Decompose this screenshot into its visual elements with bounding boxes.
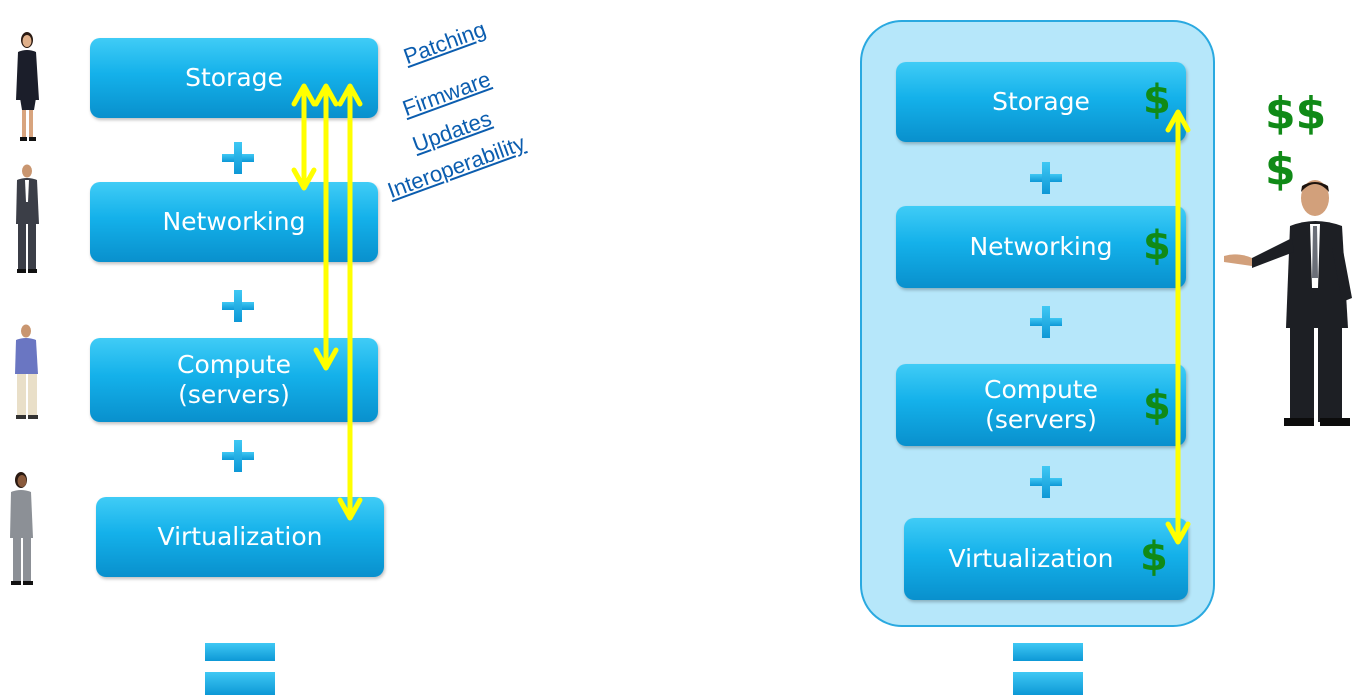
issue-patching: Patching xyxy=(400,16,490,70)
left-networking-box: Networking xyxy=(90,182,378,262)
person-woman-phone-icon xyxy=(10,472,33,585)
right-compute-label: Compute (servers) xyxy=(983,375,1098,434)
savings-dollars-line2: $ xyxy=(1265,144,1296,195)
person-woman-icon xyxy=(16,32,39,141)
right-virtualization-box: Virtualization xyxy=(904,518,1188,600)
savings-dollars-line1: $$ xyxy=(1265,88,1327,139)
plus-icon xyxy=(222,290,254,322)
person-man-icon xyxy=(16,164,39,273)
right-networking-label: Networking xyxy=(969,232,1113,261)
left-storage-box: Storage xyxy=(90,38,378,118)
left-storage-label: Storage xyxy=(185,63,283,92)
right-virtualization-label: Virtualization xyxy=(948,544,1114,573)
left-compute-box: Compute (servers) xyxy=(90,338,378,422)
plus-icon xyxy=(1030,306,1062,338)
left-compute-label: Compute (servers) xyxy=(176,350,291,409)
cost-dollar-compute: $ xyxy=(1143,383,1171,429)
right-compute-box: Compute (servers) xyxy=(896,364,1186,446)
cost-dollar-networking: $ xyxy=(1143,223,1171,269)
cost-dollar-storage: $ xyxy=(1143,77,1171,123)
person-man-casual-icon xyxy=(15,324,38,419)
cost-dollar-virtualization: $ xyxy=(1140,534,1168,580)
double-arrow-icon xyxy=(337,83,363,521)
right-networking-box: Networking xyxy=(896,206,1186,288)
equals-icon-bottom xyxy=(1013,672,1083,695)
left-networking-label: Networking xyxy=(162,207,306,236)
presenter-man-icon xyxy=(1224,180,1352,426)
plus-icon xyxy=(222,142,254,174)
right-storage-box: Storage xyxy=(896,62,1186,142)
equals-icon-top xyxy=(205,643,275,661)
equals-icon-top xyxy=(1013,643,1083,661)
equals-icon-bottom xyxy=(205,672,275,695)
plus-icon xyxy=(222,440,254,472)
right-storage-label: Storage xyxy=(992,87,1090,116)
plus-icon xyxy=(1030,466,1062,498)
plus-icon xyxy=(1030,162,1062,194)
left-virtualization-box: Virtualization xyxy=(96,497,384,577)
left-virtualization-label: Virtualization xyxy=(157,522,323,551)
